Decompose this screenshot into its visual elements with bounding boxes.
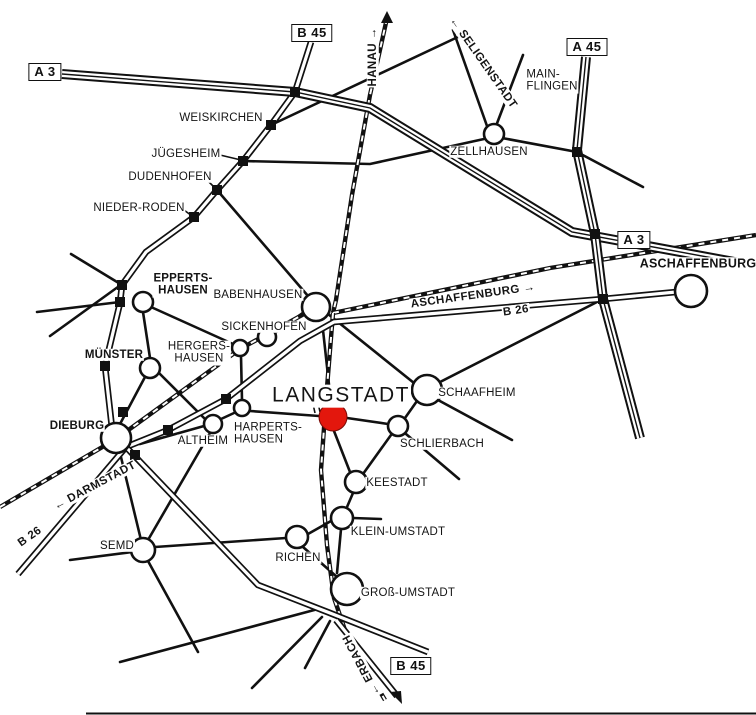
road-arrow-erbach	[390, 691, 402, 704]
town-label-aschaffenburg: ASCHAFFENBURG	[638, 256, 756, 271]
road-altheim-semd	[146, 431, 212, 542]
node-zellhausen	[482, 122, 506, 146]
junction-eppertshausen-n	[117, 280, 127, 290]
road-sign-b45-top: B 45	[291, 24, 333, 42]
junction-dudenhofen	[212, 185, 222, 195]
road-juegesheim-zellhausen	[241, 137, 486, 166]
town-label-klein-umstadt: KLEIN-UMSTADT	[349, 525, 447, 539]
road-eppertshausen-hergershausen	[149, 305, 235, 346]
road-sign-b45-bottom: B 45	[390, 657, 432, 675]
road-kleinumstadt-east	[351, 516, 383, 521]
town-label-muenster: MÜNSTER	[83, 348, 145, 362]
node-altheim	[202, 413, 224, 435]
road-grossumstadt-sw1	[250, 615, 324, 690]
road-semd-south	[146, 559, 200, 654]
town-label-zellhausen: ZELLHAUSEN	[449, 145, 529, 159]
direction-label-hanau: HANAU →	[366, 26, 380, 88]
junction-eppertshausen-s	[115, 297, 125, 307]
junction-a45-b26	[598, 294, 608, 304]
junction-muenster	[100, 361, 110, 371]
leader-juegesheim	[219, 154, 242, 161]
town-label-langstadt: LANGSTADT	[271, 383, 411, 408]
road-eppertshausen-nw	[69, 252, 124, 287]
town-label-dieburg: DIEBURG	[48, 419, 106, 433]
town-label-gross-umstadt: GROß-UMSTADT	[359, 586, 457, 600]
town-label-juegesheim: JÜGESHEIM	[150, 147, 222, 161]
road-keestadt-schlierbach	[361, 433, 393, 476]
junction-dieburg-s	[130, 450, 140, 460]
road-west-cross	[48, 282, 124, 338]
road-eppertshausen-west	[35, 300, 122, 314]
road-harpertshausen-langstadt	[248, 409, 321, 418]
road-sign-a3-right: A 3	[617, 231, 651, 249]
railway-arrow-hanau	[381, 11, 393, 23]
road-keestadt-langstadt	[332, 429, 352, 474]
town-label-sickenhofen: SICKENHOFEN	[220, 320, 308, 334]
road-schaafheim-se	[436, 398, 514, 442]
junction-niederroden	[189, 212, 199, 222]
junction-juegesheim	[238, 156, 248, 166]
node-klein-umstadt	[329, 505, 355, 531]
road-sign-a3-left: A 3	[28, 63, 62, 81]
town-label-altheim: ALTHEIM	[176, 434, 230, 448]
road-kleinumstadt-keestadt	[345, 491, 355, 509]
node-gross-umstadt	[329, 571, 365, 607]
junction-dieburg-e	[163, 425, 173, 435]
node-hergershausen	[230, 338, 250, 358]
road-eppertshausen-muenster	[141, 310, 152, 360]
town-label-babenhausen: BABENHAUSEN	[212, 288, 304, 302]
node-aschaffenburg	[673, 273, 709, 309]
road-grossumstadt-sw2	[303, 619, 332, 670]
junction-dieburg-n	[118, 407, 128, 417]
road-semd-west	[68, 550, 134, 562]
town-label-richen: RICHEN	[274, 551, 322, 565]
node-richen	[284, 524, 310, 550]
town-label-schlierbach: SCHLIERBACH	[399, 437, 485, 451]
town-label-hergershausen: HERGERS- HAUSEN	[166, 340, 232, 366]
road-grossumstadt-west	[118, 607, 320, 664]
junction-a45-a3	[590, 229, 600, 239]
road-schaafheim-schlierbach	[403, 399, 419, 420]
town-label-keestadt: KEESTADT	[365, 476, 429, 490]
node-harpertshausen	[232, 398, 252, 418]
node-eppertshausen	[131, 290, 155, 314]
town-label-mainflingen: MAIN- FLINGEN	[525, 68, 579, 94]
town-label-nieder-roden: NIEDER-RODEN	[92, 201, 186, 215]
node-dieburg	[99, 421, 133, 455]
town-label-weiskirchen: WEISKIRCHEN	[178, 111, 264, 125]
road-langstadt-schlierbach	[345, 416, 390, 426]
town-label-dudenhofen: DUDENHOFEN	[127, 170, 213, 184]
town-nodes	[99, 122, 709, 607]
junction-b45-a3	[290, 87, 300, 97]
road-zellhausen-seligenstadt	[451, 28, 489, 128]
node-muenster	[138, 356, 162, 380]
road-weiskirchen-seligenstadt	[269, 34, 462, 127]
town-label-harpertshausen: HARPERTS- HAUSEN	[232, 421, 304, 447]
road-dudenhofen-babenhausen	[215, 188, 310, 298]
road-hergershausen-harpertshausen	[239, 354, 244, 402]
town-label-schaafheim: SCHAAFHEIM	[437, 386, 517, 400]
road-babenhausen-schaafheim	[326, 312, 416, 385]
junction-b26-mid	[221, 394, 231, 404]
road-kleinumstadt-grossumstadt	[335, 527, 343, 575]
junction-weiskirchen	[266, 120, 276, 130]
node-babenhausen	[300, 291, 332, 323]
town-label-semd: SEMD	[98, 539, 136, 553]
junction-markers	[100, 87, 608, 460]
road-schaafheim-ne	[438, 300, 599, 384]
road-harpertshausen-altheim	[219, 411, 236, 421]
node-schlierbach	[386, 414, 410, 438]
node-keestadt	[343, 469, 369, 495]
town-label-eppertshausen: EPPERTS- HAUSEN	[152, 272, 214, 298]
road-sign-a45: A 45	[566, 38, 608, 56]
junction-a45-mainflingen	[572, 147, 582, 157]
